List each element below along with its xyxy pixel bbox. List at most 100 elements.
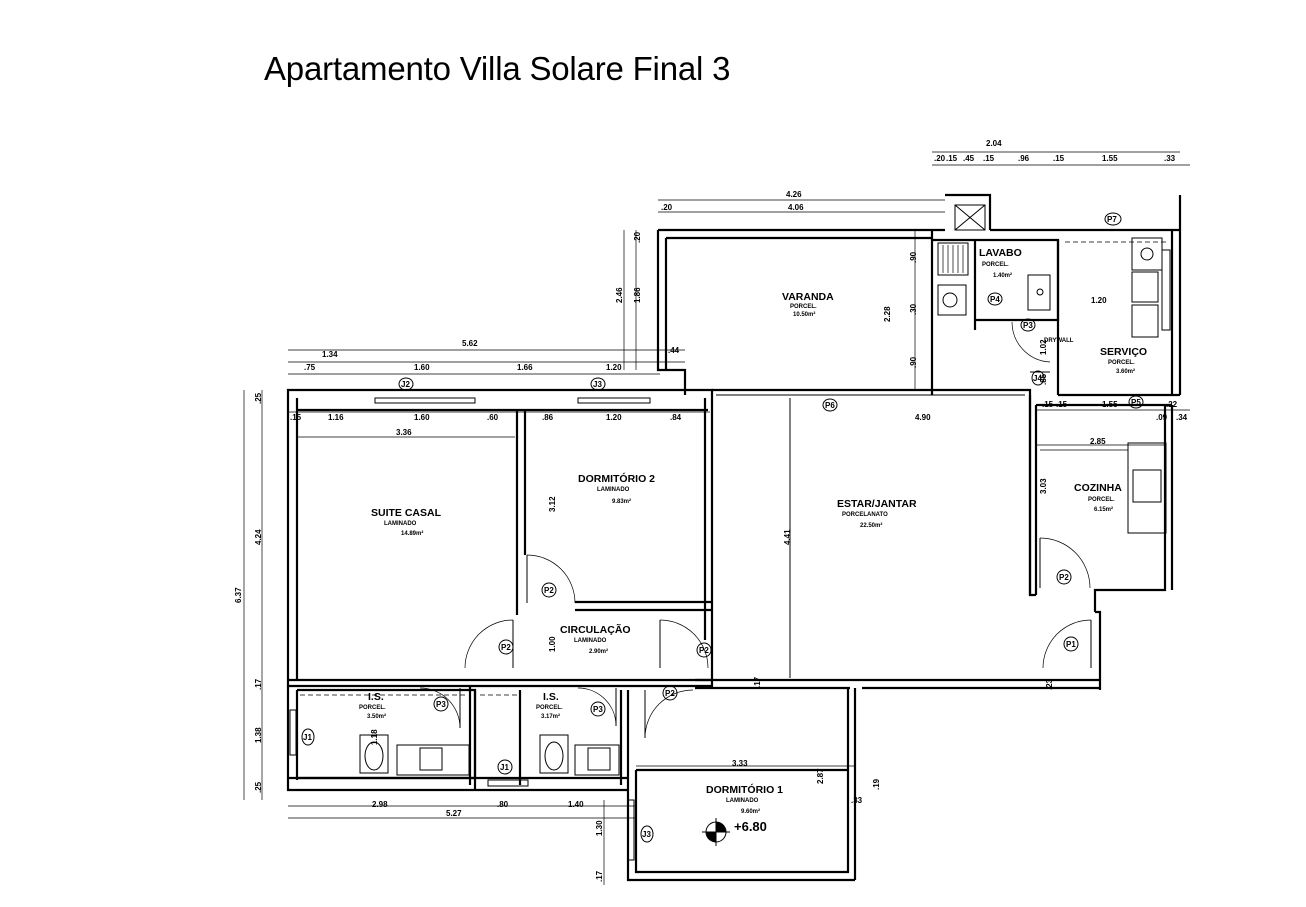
dim-label: 2.28 [883,306,892,322]
dim-label: 1.16 [328,413,344,422]
dim-label: 1.40 [568,800,584,809]
dim-label: 1.55 [1102,400,1118,409]
tag-p3: P3 [593,705,603,714]
fixtures [289,204,1171,861]
dim-label: 5.62 [462,339,478,348]
room-is1-finish: PORCEL. [359,705,386,711]
dim-label: 5.27 [446,809,462,818]
tag-p5: P5 [1131,398,1141,407]
dim-label: 3.33 [732,759,748,768]
room-lavabo-area: 1.40m² [993,272,1012,279]
dim-label: 1.20 [606,413,622,422]
dim-label: .15 [1056,400,1068,409]
dim-label: .80 [497,800,509,809]
room-suite-area: 14.89m² [401,530,423,537]
tag-j1: J1 [303,733,312,742]
room-circulacao-name: CIRCULAÇÃO [560,623,631,636]
doors [419,321,1092,739]
tag-j3: J3 [642,830,651,839]
dim-label: .15 [983,154,995,163]
dim-label: 4.26 [786,190,802,199]
dim-label: .25 [254,392,263,404]
dim-label: .20 [633,231,642,243]
tag-p1: P1 [1066,640,1076,649]
dim-label: .15 [1053,154,1065,163]
tag-p2: P2 [501,643,511,652]
dim-label: .84 [670,413,682,422]
dim-label: .20 [661,203,673,212]
room-is2-finish: PORCEL. [536,705,563,711]
room-servico-finish: PORCEL. [1108,360,1135,366]
room-cozinha-area: 6.15m² [1094,506,1113,513]
room-servico-name: SERVIÇO [1100,346,1147,358]
room-dormitorio2-area: 9.83m² [612,498,631,505]
dim-label: 3.36 [396,428,412,437]
dim-label: .15 [1042,400,1054,409]
dim-label: 3.03 [1039,478,1048,494]
dim-label: .19 [872,778,881,790]
room-servico-area: 3.60m² [1116,368,1135,375]
tag-p7: P7 [1107,215,1117,224]
room-labels: VARANDA PORCEL. 10.50m² LAVABO PORCEL. 1… [359,247,1147,834]
dim-label: 2.04 [986,139,1002,148]
room-dormitorio2-name: DORMITÓRIO 2 [578,472,655,485]
dim-label: .20 [934,154,946,163]
dim-label: 4.41 [783,529,792,545]
dim-label: 1.38 [254,727,263,743]
dim-label: 1.60 [414,413,430,422]
tag-p2: P2 [544,586,554,595]
dim-label: 2.87 [816,768,825,784]
tag-p6: P6 [825,401,835,410]
dim-label: 6.37 [234,587,243,603]
dim-label: .09 [1156,413,1168,422]
room-dormitorio1-finish: LAMINADO [726,798,759,804]
dim-label: .90 [909,251,918,263]
dim-label: .60 [487,413,499,422]
room-circulacao-finish: LAMINADO [574,638,607,644]
dimension-lines [243,151,1190,885]
dim-label: .30 [909,303,918,315]
dim-label: .15 [290,413,302,422]
dim-label: .17 [254,678,263,690]
dim-label: .22 [1166,400,1178,409]
dim-label: .34 [1176,413,1188,422]
dim-label: .17 [753,676,762,688]
dim-label: .45 [963,154,975,163]
page-title: Apartamento Villa Solare Final 3 [264,50,731,87]
drywall-label: DRYWALL [1044,338,1074,344]
dim-label: 1.20 [606,363,622,372]
dim-label: 1.00 [548,636,557,652]
dimension-labels: 2.04 .20 .15 .45 .15 .96 .15 1.55 .33 4.… [234,139,1188,882]
tag-p4: P4 [990,295,1000,304]
tag-p3: P3 [1023,321,1033,330]
room-estar-area: 22.50m² [860,522,882,529]
dim-label: 1.02 [1039,339,1048,355]
dim-label: .23 [1045,678,1054,690]
room-cozinha-name: COZINHA [1074,482,1122,494]
tag-j1: J1 [500,763,509,772]
tag-p3: P3 [436,700,446,709]
room-is1-name: I.S. [368,691,384,703]
room-estar-finish: PORCELANATO [842,512,888,518]
tag-p2: P2 [665,689,675,698]
room-suite-finish: LAMINADO [384,521,417,527]
room-suite-name: SUITE CASAL [371,507,442,519]
dim-label: .17 [595,870,604,882]
room-is2-name: I.S. [543,691,559,703]
dim-label: .15 [946,154,958,163]
dim-label: 2.85 [1090,437,1106,446]
dim-label: 4.24 [254,529,263,545]
room-lavabo-name: LAVABO [979,247,1022,259]
room-varanda-finish: PORCEL. [790,304,817,310]
dim-label: 1.60 [414,363,430,372]
tag-p2: P2 [1059,573,1069,582]
walls [286,193,1182,882]
tag-j3: J3 [593,380,602,389]
dim-label: .90 [909,356,918,368]
tag-j4: J4 [1033,374,1042,383]
room-lavabo-finish: PORCEL. [982,262,1009,268]
dim-label: 1.20 [1091,296,1107,305]
room-circulacao-area: 2.90m² [589,648,608,655]
dim-label: 1.86 [633,287,642,303]
